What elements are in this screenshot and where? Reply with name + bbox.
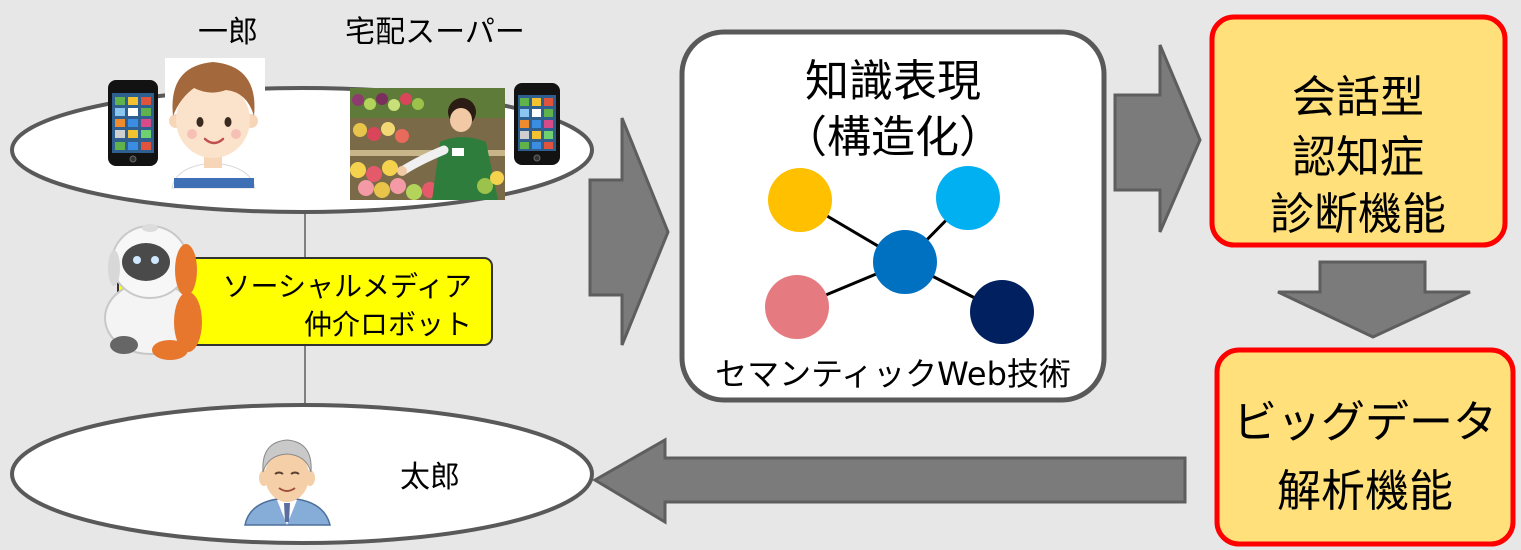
down-arrow	[1277, 260, 1471, 339]
taro-label: 太郎	[400, 460, 460, 495]
knowledge-box-title: 知識表現	[805, 56, 981, 107]
analysis-box	[1214, 347, 1516, 547]
ichiro-label: 一郎	[198, 15, 258, 50]
diagnosis-box-line2: 認知症	[1292, 132, 1424, 183]
robot-label-line1: ソーシャルメディア	[223, 270, 472, 303]
semantic-network	[765, 166, 1034, 344]
knowledge-box-subtitle: （構造化）	[783, 112, 1003, 163]
right-arrow	[588, 117, 670, 346]
right-arrow	[1113, 44, 1202, 233]
diagnosis-box-line1: 会話型	[1292, 72, 1424, 123]
robot-label-line2: 仲介ロボット	[304, 308, 472, 341]
knowledge-box-caption: セマンティックWeb技術	[715, 355, 1071, 393]
left-arrow	[592, 437, 1187, 525]
store-label: 宅配スーパー	[345, 15, 525, 50]
network-node-top-left	[768, 168, 832, 232]
grocery-store-photo	[350, 88, 505, 200]
smartphone-icon	[108, 80, 158, 166]
network-node-top-right	[936, 166, 1000, 230]
analysis-box-line2: 解析機能	[1277, 466, 1453, 517]
robot-icon	[104, 224, 202, 360]
network-node-bottom-left	[765, 275, 829, 339]
diagnosis-box	[1209, 14, 1508, 248]
analysis-box-line1: ビッグデータ	[1233, 397, 1497, 448]
network-node-center	[873, 230, 937, 294]
diagnosis-box-line3: 診断機能	[1270, 189, 1446, 240]
network-node-bottom-right	[970, 280, 1034, 344]
smartphone-icon	[514, 83, 560, 165]
boy-avatar-icon	[165, 58, 265, 189]
elderly-man-avatar-icon	[244, 439, 331, 526]
